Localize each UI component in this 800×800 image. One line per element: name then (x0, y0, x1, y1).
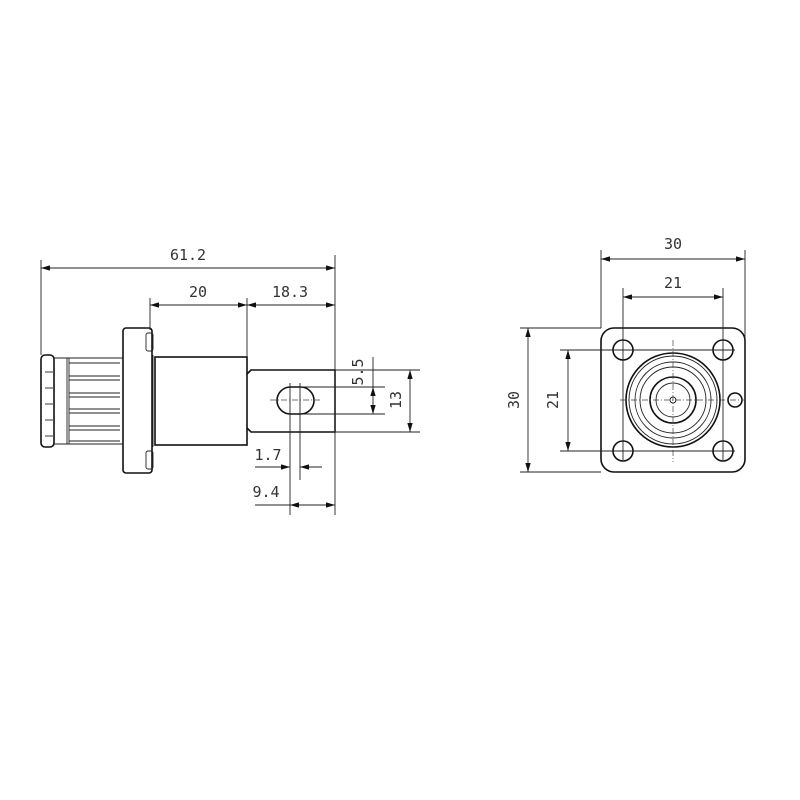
dimension-label: 13 (387, 391, 405, 409)
knurled-cap (40, 354, 123, 448)
dimension-label: 9.4 (252, 483, 279, 501)
side-view: 61.2 20 18.3 5.5 13 (40, 246, 420, 515)
front-view: 30 21 30 21 (505, 235, 746, 473)
dimension-label: 21 (544, 391, 562, 409)
body (154, 356, 248, 446)
flange (122, 327, 154, 474)
dimension-label: 21 (664, 274, 682, 292)
dimension-tab-length: 18.3 (247, 283, 335, 308)
dimension-slot-height: 5.5 (300, 357, 385, 415)
dimension-body-length: 20 (149, 283, 248, 357)
dimension-label: 61.2 (170, 246, 206, 264)
dimension-slot-width: 1.7 (254, 383, 322, 515)
dimension-label: 1.7 (254, 446, 281, 464)
terminal-tab (246, 369, 336, 433)
dimension-label: 5.5 (349, 358, 367, 385)
dimension-label: 18.3 (272, 283, 308, 301)
dimension-label: 30 (664, 235, 682, 253)
dimension-flange-height: 30 (505, 327, 601, 473)
dimension-overall-length: 61.2 (40, 246, 336, 515)
dimension-slot-offset: 9.4 (252, 483, 335, 508)
dimension-hole-spacing-vertical: 21 (544, 349, 735, 452)
dimension-hole-spacing-horizontal: 21 (622, 274, 724, 460)
dimension-tab-height: 13 (335, 369, 420, 433)
dimension-flange-width: 30 (600, 235, 746, 400)
receptacle (620, 340, 745, 462)
dimension-label: 30 (505, 391, 523, 409)
dimension-label: 20 (189, 283, 207, 301)
